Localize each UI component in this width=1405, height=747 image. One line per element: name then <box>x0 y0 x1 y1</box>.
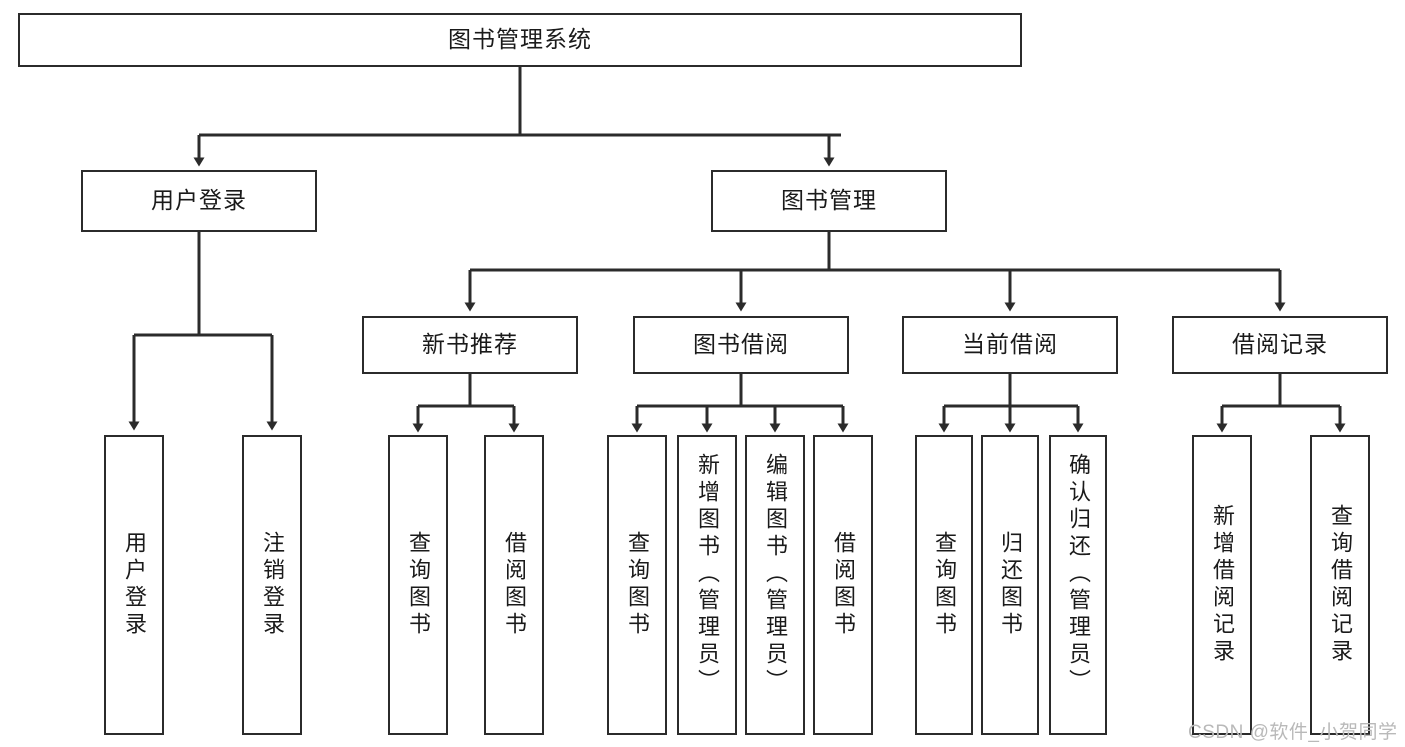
leaf-borrow-book[interactable]: 借阅图书 <box>813 435 873 735</box>
leaf-add-book[interactable]: 新增图书（管理员） <box>677 435 737 735</box>
leaf-edit-book-label: 编辑图书（管理员） <box>763 453 788 696</box>
leaf-query-book-borrow[interactable]: 查询图书 <box>607 435 667 735</box>
node-new-book-recommend[interactable]: 新书推荐 <box>362 316 578 374</box>
node-user-login-label: 用户登录 <box>151 187 247 214</box>
node-new-book-recommend-label: 新书推荐 <box>422 331 518 358</box>
leaf-add-borrow-record-label: 新增借阅记录 <box>1210 504 1235 666</box>
csdn-watermark: CSDN @软件_小贺同学 <box>1188 722 1398 743</box>
leaf-query-book-borrow-label: 查询图书 <box>625 531 650 639</box>
leaf-borrow-book-label: 借阅图书 <box>831 531 856 639</box>
leaf-query-book-recommend[interactable]: 查询图书 <box>388 435 448 735</box>
leaf-add-book-label: 新增图书（管理员） <box>695 453 720 696</box>
node-book-borrow-label: 图书借阅 <box>693 331 789 358</box>
node-current-borrow-label: 当前借阅 <box>962 331 1058 358</box>
node-book-borrow[interactable]: 图书借阅 <box>633 316 849 374</box>
leaf-query-borrow-record-label: 查询借阅记录 <box>1328 504 1353 666</box>
node-root[interactable]: 图书管理系统 <box>18 13 1022 67</box>
leaf-user-login[interactable]: 用户登录 <box>104 435 164 735</box>
node-borrow-record-label: 借阅记录 <box>1232 331 1328 358</box>
leaf-query-borrow-record[interactable]: 查询借阅记录 <box>1310 435 1370 735</box>
node-book-manage-label: 图书管理 <box>781 187 877 214</box>
leaf-return-book[interactable]: 归还图书 <box>981 435 1039 735</box>
node-root-label: 图书管理系统 <box>448 26 592 53</box>
leaf-query-book-recommend-label: 查询图书 <box>406 531 431 639</box>
leaf-confirm-return-label: 确认归还（管理员） <box>1066 453 1091 696</box>
leaf-borrow-book-recommend[interactable]: 借阅图书 <box>484 435 544 735</box>
node-current-borrow[interactable]: 当前借阅 <box>902 316 1118 374</box>
leaf-return-book-label: 归还图书 <box>998 531 1023 639</box>
leaf-add-borrow-record[interactable]: 新增借阅记录 <box>1192 435 1252 735</box>
node-borrow-record[interactable]: 借阅记录 <box>1172 316 1388 374</box>
leaf-query-book-current-label: 查询图书 <box>932 531 957 639</box>
node-book-manage[interactable]: 图书管理 <box>711 170 947 232</box>
node-user-login[interactable]: 用户登录 <box>81 170 317 232</box>
leaf-confirm-return[interactable]: 确认归还（管理员） <box>1049 435 1107 735</box>
leaf-borrow-book-recommend-label: 借阅图书 <box>502 531 527 639</box>
leaf-logout-label: 注销登录 <box>260 531 285 639</box>
leaf-edit-book[interactable]: 编辑图书（管理员） <box>745 435 805 735</box>
leaf-logout[interactable]: 注销登录 <box>242 435 302 735</box>
leaf-user-login-label: 用户登录 <box>122 531 147 639</box>
leaf-query-book-current[interactable]: 查询图书 <box>915 435 973 735</box>
